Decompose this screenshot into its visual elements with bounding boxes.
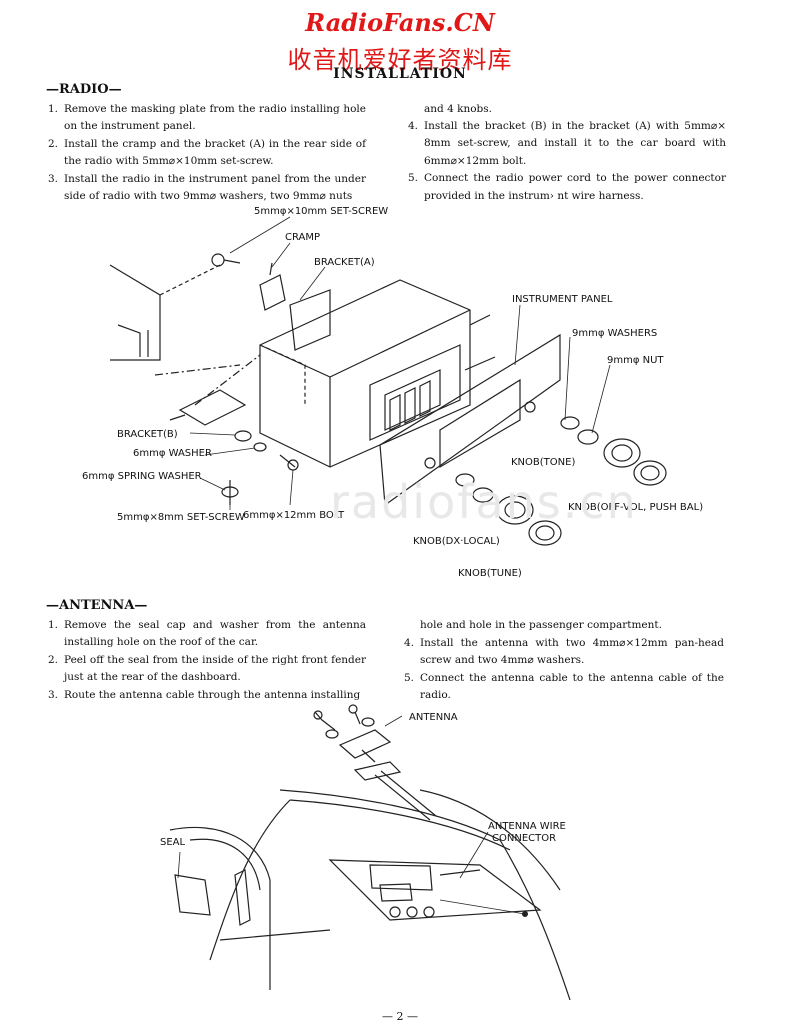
page-heading: INSTALLATION [333, 66, 467, 82]
label-bracket-b: BRACKET(B) [117, 429, 178, 440]
label-knob-tone: KNOB(TONE) [511, 457, 576, 468]
antenna-step-2: 2.Peel off the seal from the inside of t… [48, 653, 366, 684]
label-bolt-12: 6mmφ×12mm BOLT [243, 510, 345, 521]
antenna-step-4: 4.Install the antenna with two 4mm⌀×12mm… [404, 637, 724, 667]
antenna-steps-right: 4.Install the antenna with two 4mm⌀×12mm… [404, 635, 724, 705]
site-title: RadioFans.CN [305, 8, 495, 37]
antenna-step-3: 3.Route the antenna cable through the an… [48, 688, 361, 701]
label-washer-6: 6mmφ WASHER [133, 448, 212, 459]
antenna-installation-diagram [169, 704, 571, 1000]
label-seal: SEAL [160, 837, 186, 848]
label-antenna-wire-connector-line2: CONNECTOR [492, 833, 557, 844]
label-cramp: CRAMP [285, 232, 321, 243]
label-knob-off-vol: KNOB(OFF-VOL, PUSH BAL) [568, 502, 704, 513]
label-instrument-panel: INSTRUMENT PANEL [512, 294, 613, 305]
radio-step-3-continued: and 4 knobs. [424, 103, 492, 115]
label-washers-9: 9mmφ WASHERS [572, 328, 658, 339]
antenna-section-title: —ANTENNA— [46, 598, 148, 613]
radio-step-5: 5.Connect the radio power cord to the po… [408, 172, 726, 202]
antenna-step-3-continued: hole and hole in the passenger compartme… [420, 619, 662, 631]
antenna-step-1: 1.Remove the seal cap and washer from th… [48, 619, 366, 649]
label-knob-dx-local: KNOB(DX·LOCAL) [413, 536, 500, 547]
label-bracket-a: BRACKET(A) [314, 257, 375, 268]
label-set-screw-10: 5mmφ×10mm SET-SCREW [254, 206, 389, 217]
page-number: — 2 — [382, 1010, 418, 1023]
label-spring-washer-6: 6mmφ SPRING WASHER [82, 471, 202, 482]
label-knob-tune: KNOB(TUNE) [458, 568, 522, 579]
radio-step-2: 2.Install the cramp and the bracket (A) … [48, 137, 366, 168]
label-set-screw-8: 5mmφ×8mm SET-SCREW [117, 512, 245, 523]
radio-section-title: —RADIO— [46, 82, 122, 97]
radio-step-4: 4.Install the bracket (B) in the bracket… [408, 120, 726, 167]
radio-step-1: 1.Remove the masking plate from the radi… [48, 103, 366, 133]
antenna-steps-left: 1.Remove the seal cap and washer from th… [48, 617, 366, 704]
radio-step-3: 3.Install the radio in the instrument pa… [48, 172, 366, 203]
radio-steps-left: 1.Remove the masking plate from the radi… [48, 101, 366, 205]
label-nut-9: 9mmφ NUT [607, 355, 664, 366]
label-antenna: ANTENNA [409, 712, 458, 723]
radio-installation-diagram [109, 216, 667, 546]
label-antenna-wire-connector-line1: ANTENNA WIRE [488, 821, 566, 832]
site-subtitle: 收音机爱好者资料库 [287, 46, 513, 74]
radio-steps-right: 4.Install the bracket (B) in the bracket… [408, 118, 726, 205]
watermark: radiofans.cn [330, 475, 638, 529]
antenna-step-5: 5.Connect the antenna cable to the anten… [404, 671, 724, 702]
